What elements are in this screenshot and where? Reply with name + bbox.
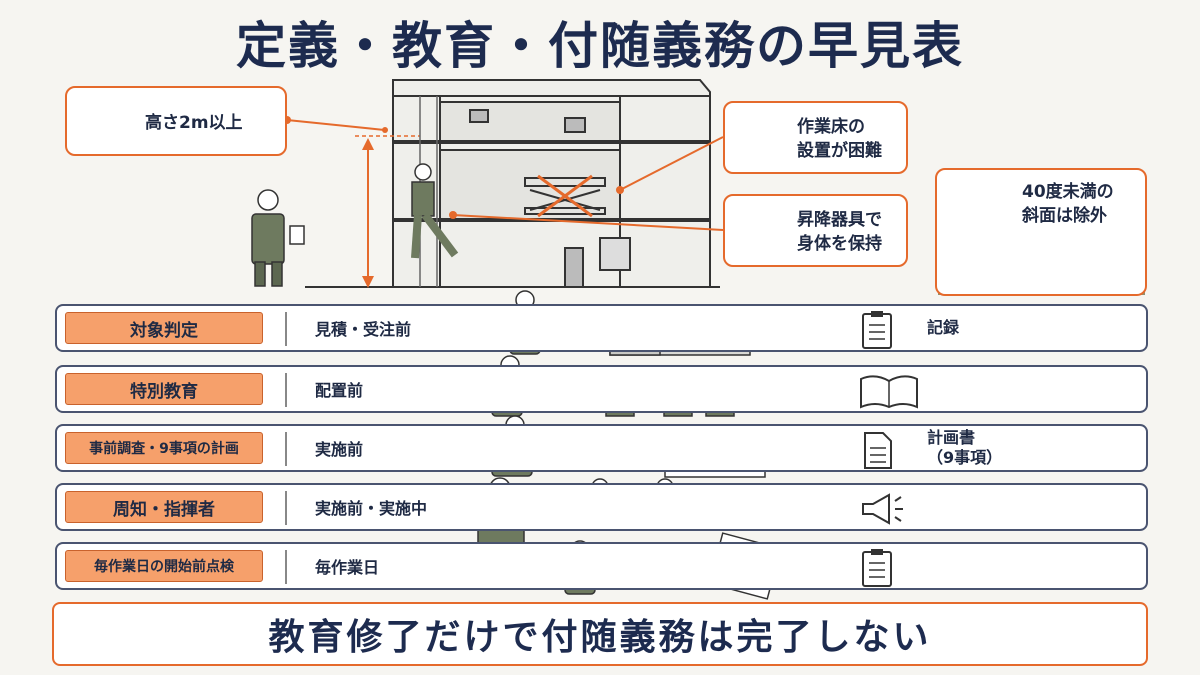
row-document-line2: （9事項） bbox=[927, 448, 1003, 467]
row-pre-survey-plan: 事前調査・9事項の計画 実施前 計画書 （9事項） bbox=[55, 424, 1148, 472]
page-title: 定義・教育・付随義務の早見表 bbox=[236, 17, 964, 75]
open-book-icon bbox=[860, 375, 918, 409]
callout-slope-line1: 40度未満の bbox=[1022, 182, 1114, 202]
row-document-line1: 計画書 bbox=[927, 428, 976, 447]
row-divider bbox=[285, 432, 287, 466]
row-target-judgment: 対象判定 見積・受注前 記録 bbox=[55, 304, 1148, 352]
document-icon bbox=[864, 432, 892, 469]
row-daily-inspection: 毎作業日の開始前点検 毎作業日 bbox=[55, 542, 1148, 590]
row-label: 毎作業日の開始前点検 bbox=[65, 550, 263, 582]
callout-height: 高さ2m以上 bbox=[65, 86, 287, 156]
callout-slope-line2: 斜面は除外 bbox=[1022, 206, 1107, 226]
callout-floor-line2: 設置が困難 bbox=[797, 141, 882, 161]
row-label: 周知・指揮者 bbox=[65, 491, 263, 523]
callout-lift-line2: 身体を保持 bbox=[797, 234, 882, 254]
row-timing: 配置前 bbox=[315, 381, 364, 400]
rope-worker bbox=[411, 96, 459, 287]
supervisor-worker bbox=[251, 189, 305, 287]
row-divider bbox=[285, 373, 287, 407]
scissor-lift bbox=[524, 174, 606, 218]
row-label: 特別教育 bbox=[65, 373, 263, 405]
callout-no-work-floor: 作業床の 設置が困難 bbox=[723, 101, 908, 174]
callout-height-text: 高さ2m以上 bbox=[145, 113, 243, 133]
row-label: 事前調査・9事項の計画 bbox=[65, 432, 263, 464]
row-divider bbox=[285, 550, 287, 584]
footer-conclusion: 教育修了だけで付随義務は完了しない bbox=[52, 602, 1148, 666]
clipboard-icon bbox=[862, 549, 892, 587]
row-timing: 見積・受注前 bbox=[315, 320, 412, 339]
callout-lift-line1: 昇降器具で bbox=[797, 210, 882, 230]
row-divider bbox=[285, 312, 287, 346]
callout-floor-line1: 作業床の bbox=[797, 117, 865, 137]
row-divider bbox=[285, 491, 287, 525]
row-timing: 毎作業日 bbox=[315, 558, 380, 577]
building bbox=[392, 79, 711, 288]
row-document: 記録 bbox=[927, 318, 960, 337]
callout-lift-device: 昇降器具で 身体を保持 bbox=[723, 194, 908, 267]
megaphone-icon bbox=[862, 493, 903, 525]
row-timing: 実施前 bbox=[315, 440, 364, 459]
row-label: 対象判定 bbox=[65, 312, 263, 344]
callout-slope-exclusion: 40度未満の 斜面は除外 bbox=[935, 168, 1147, 296]
row-special-education: 特別教育 配置前 bbox=[55, 365, 1148, 413]
clipboard-icon bbox=[862, 311, 892, 349]
row-timing: 実施前・実施中 bbox=[315, 499, 428, 518]
row-notification-commander: 周知・指揮者 実施前・実施中 bbox=[55, 483, 1148, 531]
